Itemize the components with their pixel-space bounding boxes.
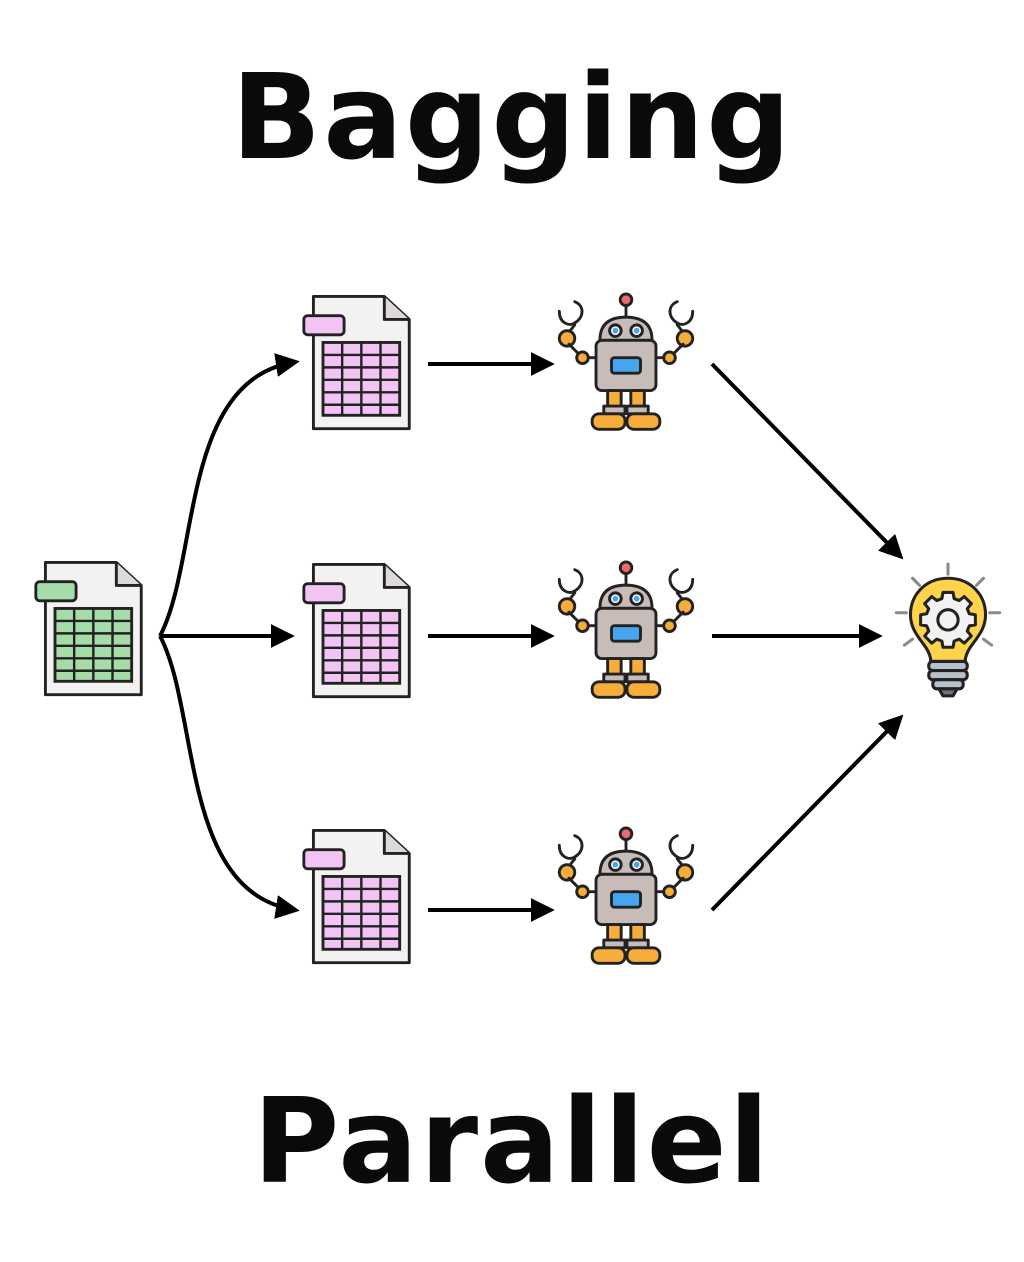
model-2-robot-icon xyxy=(557,560,695,699)
arrow-model-1-to-result xyxy=(710,362,904,560)
sample-dataset-3-icon xyxy=(302,829,411,965)
source-dataset-icon xyxy=(34,561,143,697)
diagram-title: Bagging xyxy=(231,48,793,186)
result-lightbulb-icon xyxy=(894,562,1002,698)
arrow-source-to-sample-3 xyxy=(158,635,300,919)
arrow-source-to-sample-1 xyxy=(158,353,300,637)
diagram-caption: Parallel xyxy=(252,1072,772,1210)
model-1-robot-icon xyxy=(557,292,695,431)
arrow-model-3-to-result xyxy=(710,714,904,912)
model-3-robot-icon xyxy=(557,826,695,965)
sample-dataset-2-icon xyxy=(302,563,411,699)
sample-dataset-1-icon xyxy=(302,295,411,431)
